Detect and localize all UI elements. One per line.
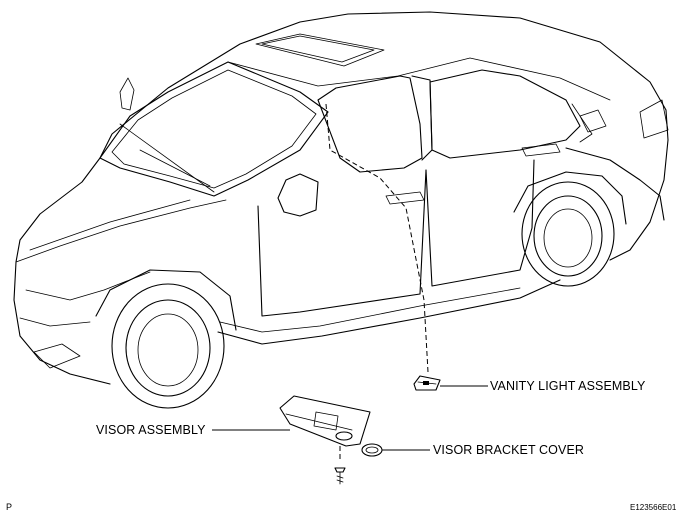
visor-assembly-label: VISOR ASSEMBLY xyxy=(96,423,206,437)
screw-part xyxy=(334,467,346,485)
figure-code: E123566E01 xyxy=(630,503,677,512)
vanity-light-part xyxy=(413,375,441,391)
corner-mark: P xyxy=(6,502,13,512)
visor-part xyxy=(279,395,371,447)
car-outline xyxy=(13,11,669,409)
bracket-cover-part xyxy=(361,443,383,457)
visor-bracket-cover-label: VISOR BRACKET COVER xyxy=(433,443,585,457)
vanity-light-label: VANITY LIGHT ASSEMBLY xyxy=(490,379,646,393)
locator-dashed-line xyxy=(325,103,429,373)
